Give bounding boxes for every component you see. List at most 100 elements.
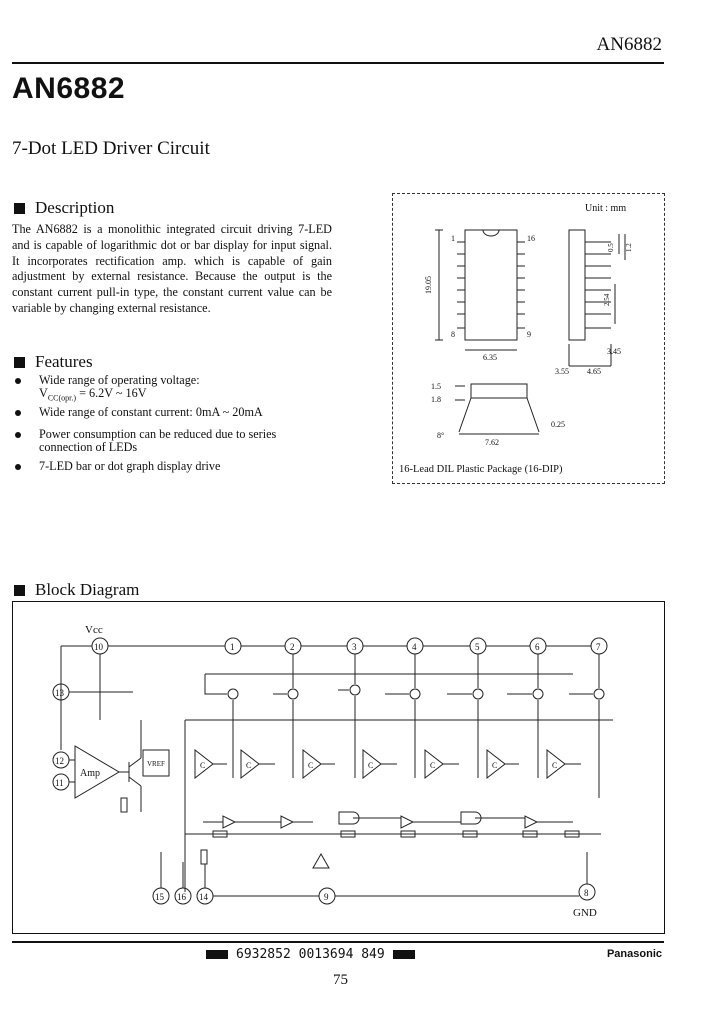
comp-label: C (246, 761, 251, 770)
bullet-icon (15, 464, 21, 470)
pin-number: 10 (94, 642, 104, 652)
dim-label: 6.35 (483, 353, 497, 362)
pin-number: 6 (535, 642, 540, 652)
pin-number: 2 (290, 642, 295, 652)
output-drivers (213, 696, 600, 798)
dim-line (455, 385, 465, 401)
feature-text: CC(opr.) (47, 393, 77, 403)
comp-label: C (492, 761, 497, 770)
dim-label: 0.5 (607, 243, 615, 252)
barcode-text: 6932852 0013694 849 (236, 947, 385, 962)
page-subtitle: 7-Dot LED Driver Circuit (12, 138, 210, 159)
page-number: 75 (333, 972, 348, 988)
footer-barcode: 6932852 0013694 849 (206, 947, 470, 962)
pin-label: 16 (527, 234, 535, 243)
block-diagram: Vcc 10 1 2 3 4 5 6 7 13 12 (12, 601, 665, 934)
comp-label: C (200, 761, 205, 770)
pin-number: 12 (55, 756, 64, 766)
pin-label: 9 (527, 330, 531, 339)
current-source-row (204, 654, 605, 700)
dim-label: 2.54 (603, 293, 611, 306)
section-bullet-icon (14, 356, 25, 368)
feature-text: Wide range of constant current: 0mA ~ 20… (39, 405, 263, 419)
pin-number: 14 (199, 892, 209, 902)
ic-pins (457, 241, 525, 329)
vref-label: VREF (147, 760, 165, 768)
dim-label: 0.25 (551, 420, 565, 429)
features-heading: Features (14, 352, 93, 372)
ic-notch (482, 229, 500, 237)
dim-line (614, 234, 626, 324)
dim-label: 7.62 (485, 438, 499, 447)
pin-number: 4 (412, 642, 417, 652)
footer-rule (12, 941, 664, 943)
feature-item: Wide range of operating voltage: VCC(opr… (12, 374, 342, 404)
header-rule (12, 62, 664, 64)
reference-triangle (312, 852, 330, 869)
dim-line (435, 229, 443, 341)
transistor (119, 720, 142, 812)
bottom-pin-row: 15 16 14 9 8 (152, 852, 596, 905)
pin-number: 15 (155, 892, 165, 902)
pin-number: 1 (230, 642, 235, 652)
pin-number: 3 (352, 642, 357, 652)
section-bullet-icon (14, 584, 25, 596)
feature-text: 7-LED bar or dot graph display drive (39, 459, 221, 473)
dim-label: 3.55 (555, 367, 569, 376)
pin-number: 11 (55, 778, 64, 788)
vcc-label: Vcc (85, 624, 103, 636)
feature-item: Wide range of constant current: 0mA ~ 20… (12, 406, 342, 419)
bullet-icon (15, 378, 21, 384)
barcode-block-icon (392, 950, 415, 959)
dim-label: 1.8 (431, 395, 441, 404)
pin-number: 16 (177, 892, 187, 902)
feature-item: 7-LED bar or dot graph display drive (12, 460, 342, 473)
unit-label: Unit : mm (585, 203, 626, 214)
comp-label: C (308, 761, 313, 770)
top-pin-row: 10 1 2 3 4 5 6 7 (60, 637, 608, 750)
header-part-number: AN6882 (596, 34, 662, 55)
feature-text: Power consumption can be reduced due to … (39, 427, 277, 441)
feature-text: Wide range of operating voltage: (39, 373, 200, 387)
description-heading: Description (14, 198, 114, 218)
vref-block (142, 749, 170, 777)
bullet-icon (15, 410, 21, 416)
gnd-label: GND (573, 907, 597, 919)
pin-number: 7 (596, 642, 601, 652)
dim-label: 3.45 (607, 347, 621, 356)
left-pin-column: 13 12 11 (52, 683, 133, 791)
package-caption: 16-Lead DIL Plastic Package (16-DIP) (399, 464, 563, 475)
pin-number: 9 (324, 892, 329, 902)
ic-side-pins (585, 241, 611, 329)
brand-name: Panasonic (606, 948, 662, 960)
resistor (120, 797, 128, 813)
comp-label: C (430, 761, 435, 770)
barcode-block-icon (206, 950, 228, 959)
bus-lines (184, 719, 613, 892)
comp-label: C (368, 761, 373, 770)
pin-number: 13 (55, 688, 65, 698)
pin-number: 5 (475, 642, 480, 652)
ic-side-body (568, 229, 586, 341)
block-diagram-heading: Block Diagram (14, 580, 139, 600)
dim-label: 4.65 (587, 367, 601, 376)
dim-label: 1.5 (431, 382, 441, 391)
section-bullet-icon (14, 202, 25, 214)
pin-label: 8 (451, 330, 455, 339)
feature-text: connection of LEDs (39, 440, 138, 454)
comp-label: C (552, 761, 557, 770)
feature-text: V (39, 386, 48, 400)
ic-end-leads (458, 397, 540, 433)
feature-text: = 6.2V ~ 16V (76, 386, 147, 400)
dim-label: 1.2 (625, 243, 633, 252)
description-text: The AN6882 is a monolithic integrated ci… (12, 222, 332, 315)
dim-line (568, 344, 612, 367)
ic-body (464, 229, 518, 341)
comparator-row: C C C C C C C (194, 748, 566, 780)
features-heading-label: Features (35, 352, 93, 371)
dim-label: 19.05 (424, 276, 433, 294)
package-drawing: Unit : mm 1 16 8 9 19.05 6.35 0.5 1.2 2.… (392, 193, 665, 484)
pin-number: 8 (584, 888, 589, 898)
bullet-icon (15, 432, 21, 438)
block-diagram-heading-label: Block Diagram (35, 580, 140, 599)
